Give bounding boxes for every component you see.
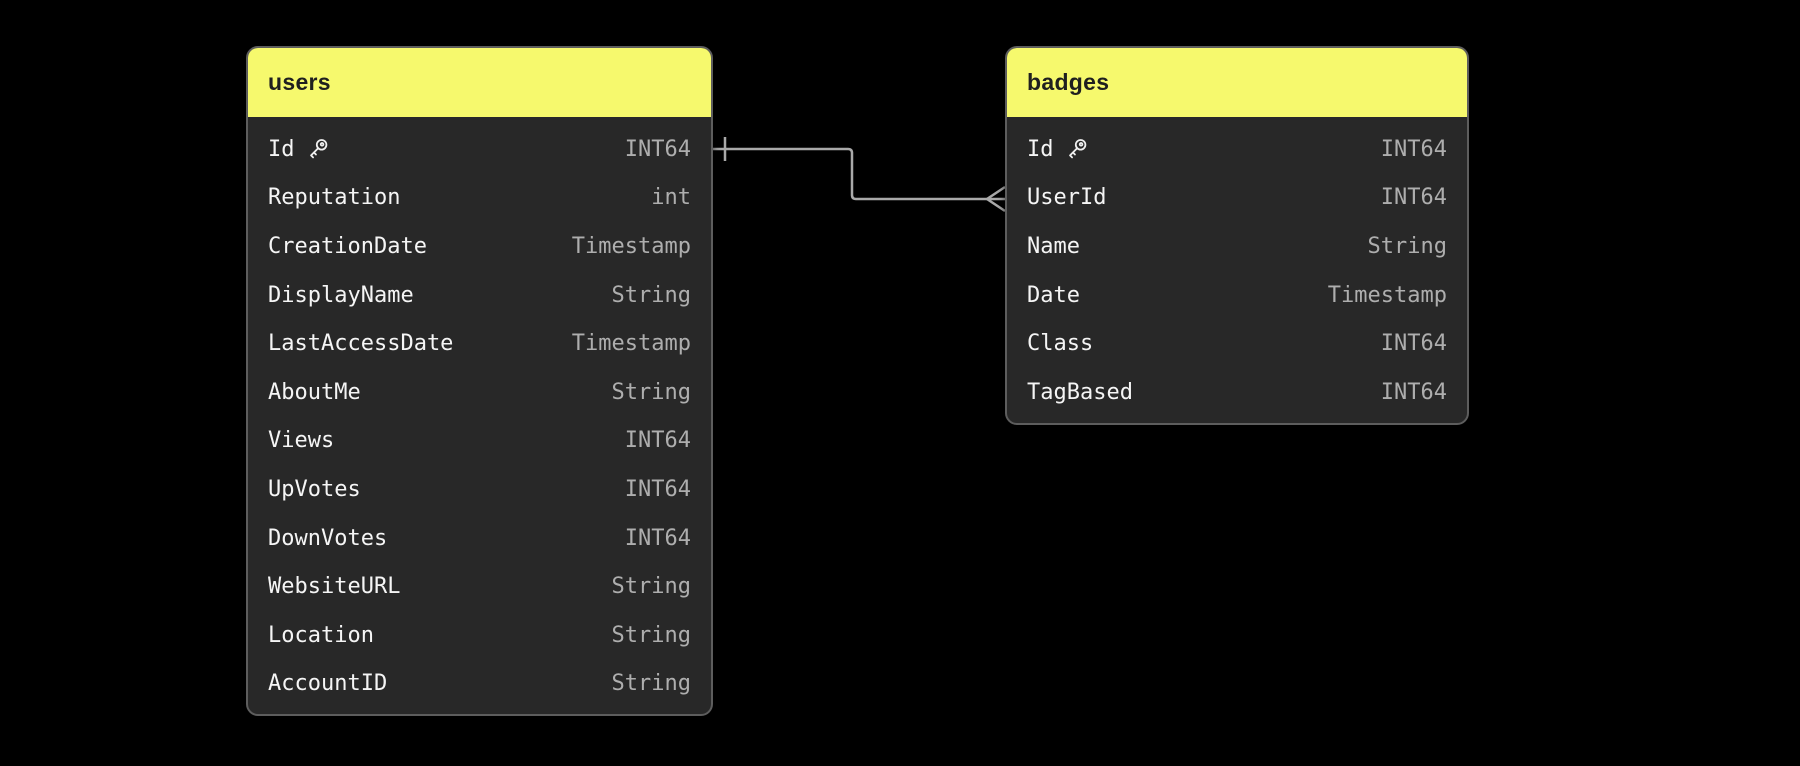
table-badges-header[interactable]: badges <box>1007 48 1467 117</box>
cardinality-many-marker <box>984 185 1006 213</box>
field-type: String <box>611 622 691 648</box>
field-type: INT64 <box>624 525 691 551</box>
table-row: Views INT64 <box>268 417 691 466</box>
table-row: Reputation int <box>268 174 691 223</box>
field-type: String <box>611 574 691 600</box>
field-name: LastAccessDate <box>268 331 454 357</box>
table-row: UserId INT64 <box>1027 174 1447 223</box>
field-name: CreationDate <box>268 233 427 259</box>
field-type: int <box>651 185 691 211</box>
field-name: UpVotes <box>268 476 361 502</box>
table-row: TagBased INT64 <box>1027 368 1447 417</box>
table-row: AboutMe String <box>268 368 691 417</box>
field-name: Id <box>268 137 330 162</box>
field-name: Date <box>1027 282 1080 308</box>
field-name: UserId <box>1027 185 1107 211</box>
field-type: String <box>1367 233 1447 259</box>
field-name: AccountID <box>268 671 388 697</box>
field-type: INT64 <box>1380 136 1447 162</box>
field-name: Class <box>1027 331 1094 357</box>
field-type: Timestamp <box>1327 282 1447 308</box>
table-row: DisplayName String <box>268 271 691 320</box>
table-users-header[interactable]: users <box>248 48 711 117</box>
field-type: String <box>611 379 691 405</box>
table-row: DownVotes INT64 <box>268 514 691 563</box>
field-name: DownVotes <box>268 525 388 551</box>
field-type: INT64 <box>624 136 691 162</box>
field-type: Timestamp <box>571 331 691 357</box>
table-row: Name String <box>1027 222 1447 271</box>
relationship-users-badges[interactable] <box>713 137 1006 213</box>
table-row: Location String <box>268 611 691 660</box>
field-type: String <box>611 671 691 697</box>
table-row: Id INT64 <box>1027 125 1447 174</box>
table-badges-body: Id INT64 UserId INT64 Name String Date T… <box>1007 117 1467 423</box>
table-row: Date Timestamp <box>1027 271 1447 320</box>
field-type: INT64 <box>1380 185 1447 211</box>
field-type: INT64 <box>1380 379 1447 405</box>
table-title: badges <box>1027 69 1110 95</box>
field-name: WebsiteURL <box>268 574 401 600</box>
table-row: AccountID String <box>268 660 691 709</box>
field-name: Location <box>268 622 374 648</box>
key-icon <box>1068 139 1086 159</box>
field-type: String <box>611 282 691 308</box>
table-users-body: Id INT64 Reputation int CreationDate Tim… <box>248 117 711 714</box>
table-row: Class INT64 <box>1027 319 1447 368</box>
field-type: INT64 <box>1380 331 1447 357</box>
table-badges[interactable]: badges Id INT64 UserId INT64 Name String <box>1005 46 1469 425</box>
field-type: Timestamp <box>571 233 691 259</box>
table-row: LastAccessDate Timestamp <box>268 319 691 368</box>
table-row: WebsiteURL String <box>268 562 691 611</box>
field-type: INT64 <box>624 428 691 454</box>
field-name: AboutMe <box>268 379 361 405</box>
table-title: users <box>268 69 331 95</box>
field-name: TagBased <box>1027 379 1133 405</box>
table-row: UpVotes INT64 <box>268 465 691 514</box>
table-row: CreationDate Timestamp <box>268 222 691 271</box>
relationship-line[interactable] <box>713 147 988 201</box>
field-name: Id <box>1027 137 1089 162</box>
field-name: Name <box>1027 233 1080 259</box>
table-users[interactable]: users Id INT64 Reputation int CreationDa… <box>246 46 713 717</box>
key-icon <box>309 139 327 159</box>
field-name: Views <box>268 428 335 454</box>
field-name: Reputation <box>268 185 401 211</box>
field-name: DisplayName <box>268 282 414 308</box>
table-row: Id INT64 <box>268 125 691 174</box>
field-type: INT64 <box>624 476 691 502</box>
